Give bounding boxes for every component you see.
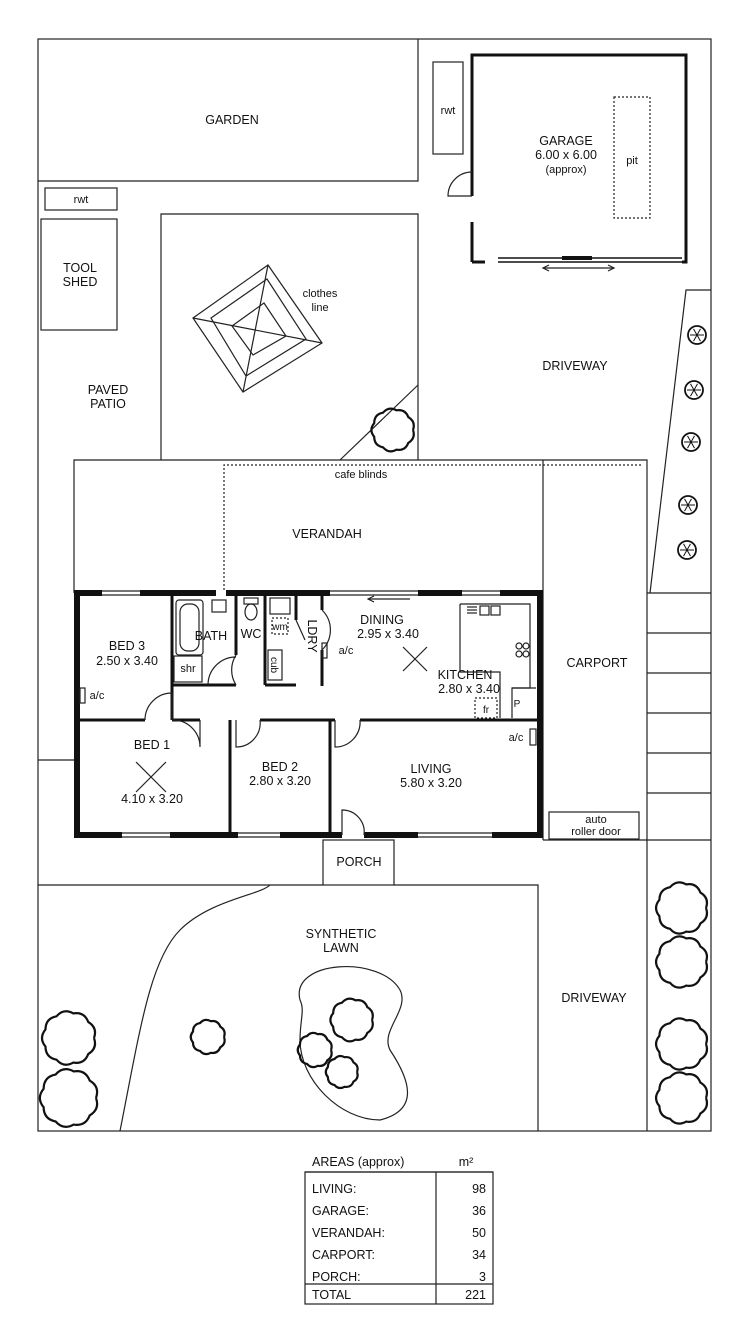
areas-row-label: CARPORT:: [312, 1248, 375, 1262]
bed1-dims: 4.10 x 3.20: [121, 792, 183, 806]
ac-bed3-label: a/c: [90, 690, 105, 702]
tree-shrub: [189, 1018, 226, 1056]
garage-dims: 6.00 x 6.00: [535, 148, 597, 162]
bath-label: BATH: [195, 629, 227, 643]
garage-label: GARAGE: [539, 134, 593, 148]
fr-label: fr: [483, 705, 490, 716]
areas-total-label: TOTAL: [312, 1288, 351, 1302]
shr-label: shr: [180, 663, 196, 675]
tree-shrub: [296, 1031, 333, 1069]
areas-row-value: 3: [479, 1270, 486, 1284]
cub-label: cub: [268, 657, 279, 674]
labels: GARDEN rwt rwt GARAGE 6.00 x 6.00 (appro…: [63, 105, 638, 1005]
paved-patio-label-1: PAVED: [88, 383, 129, 397]
areas-row-label: GARAGE:: [312, 1204, 369, 1218]
garage: [447, 53, 688, 272]
tree-shrub: [38, 1068, 99, 1128]
rwt-top-label: rwt: [441, 105, 456, 117]
small-plant: [678, 495, 698, 515]
ldry-label: LDRY: [305, 619, 319, 653]
tree-shrub: [370, 407, 415, 453]
clothes-line: [192, 264, 323, 393]
areas-total-value: 221: [465, 1288, 486, 1302]
driveway-bottom-label: DRIVEWAY: [561, 991, 627, 1005]
areas-row-value: 34: [472, 1248, 486, 1262]
kitchen-dims: 2.80 x 3.40: [438, 682, 500, 696]
tool-shed-label-2: SHED: [63, 275, 98, 289]
areas-row-label: PORCH:: [312, 1270, 361, 1284]
dining-label: DINING: [360, 613, 404, 627]
tree-shrub: [654, 1071, 709, 1125]
auto-roller-label-1: auto: [585, 814, 606, 826]
lawn-curves: [119, 884, 408, 1132]
clothes-line-label-1: clothes: [303, 288, 338, 300]
areas-row-value: 98: [472, 1182, 486, 1196]
tree-shrub: [40, 1010, 97, 1066]
site-outline: [37, 38, 712, 1132]
cafe-blinds-label: cafe blinds: [335, 469, 388, 481]
bed2-dims: 2.80 x 3.20: [249, 774, 311, 788]
tool-shed: [40, 218, 118, 331]
kitchen-label: KITCHEN: [438, 668, 493, 682]
wm-label: wm: [271, 622, 288, 633]
tree-shrub: [654, 881, 709, 935]
bed1-label: BED 1: [134, 738, 170, 752]
areas-table: [304, 1171, 494, 1305]
fixtures: [79, 595, 537, 793]
tree-shrub: [324, 1054, 359, 1090]
synthetic-lawn-label-1: SYNTHETIC: [306, 927, 377, 941]
pantry-label: P: [514, 699, 521, 710]
carport-label: CARPORT: [567, 656, 628, 670]
tool-shed-label-1: TOOL: [63, 261, 97, 275]
areas-row-label: VERANDAH:: [312, 1226, 385, 1240]
clothes-line-label-2: line: [311, 302, 328, 314]
areas-row-value: 36: [472, 1204, 486, 1218]
areas-row-value: 50: [472, 1226, 486, 1240]
areas-unit: m²: [459, 1155, 474, 1169]
verandah-outline: [73, 459, 711, 840]
garden-label: GARDEN: [205, 113, 258, 127]
driveway-top-label: DRIVEWAY: [542, 359, 608, 373]
garage-note: (approx): [546, 164, 587, 176]
trees: [38, 325, 709, 1128]
synthetic-lawn-label-2: LAWN: [323, 941, 359, 955]
tree-shrub: [654, 935, 709, 989]
wc-label: WC: [241, 627, 262, 641]
door-swings: [144, 609, 365, 836]
auto-roller-label-2: roller door: [571, 826, 621, 838]
areas-table-text: AREAS (approx) m² LIVING: 98 GARAGE: 36 …: [312, 1155, 486, 1302]
porch: [322, 839, 395, 886]
small-plant: [684, 380, 704, 400]
small-plant: [687, 325, 707, 345]
dining-dims: 2.95 x 3.40: [357, 627, 419, 641]
bed3-dims: 2.50 x 3.40: [96, 654, 158, 668]
areas-header: AREAS (approx): [312, 1155, 404, 1169]
areas-row-label: LIVING:: [312, 1182, 356, 1196]
ac-living-label: a/c: [509, 732, 524, 744]
living-label: LIVING: [411, 762, 452, 776]
tree-shrub: [654, 1017, 709, 1071]
small-plant: [681, 432, 701, 452]
bed2-label: BED 2: [262, 760, 298, 774]
bed3-label: BED 3: [109, 639, 145, 653]
rwt-tank-top: [432, 61, 464, 155]
small-plant: [677, 540, 697, 560]
rwt-left-label: rwt: [74, 194, 89, 206]
pit-label: pit: [626, 155, 638, 167]
ac-dining-label: a/c: [339, 645, 354, 657]
porch-label: PORCH: [336, 855, 381, 869]
paved-patio-label-2: PATIO: [90, 397, 126, 411]
verandah-label: VERANDAH: [292, 527, 361, 541]
rwt-tank-left: [44, 187, 118, 211]
tree-shrub: [329, 997, 374, 1043]
living-dims: 5.80 x 3.20: [400, 776, 462, 790]
